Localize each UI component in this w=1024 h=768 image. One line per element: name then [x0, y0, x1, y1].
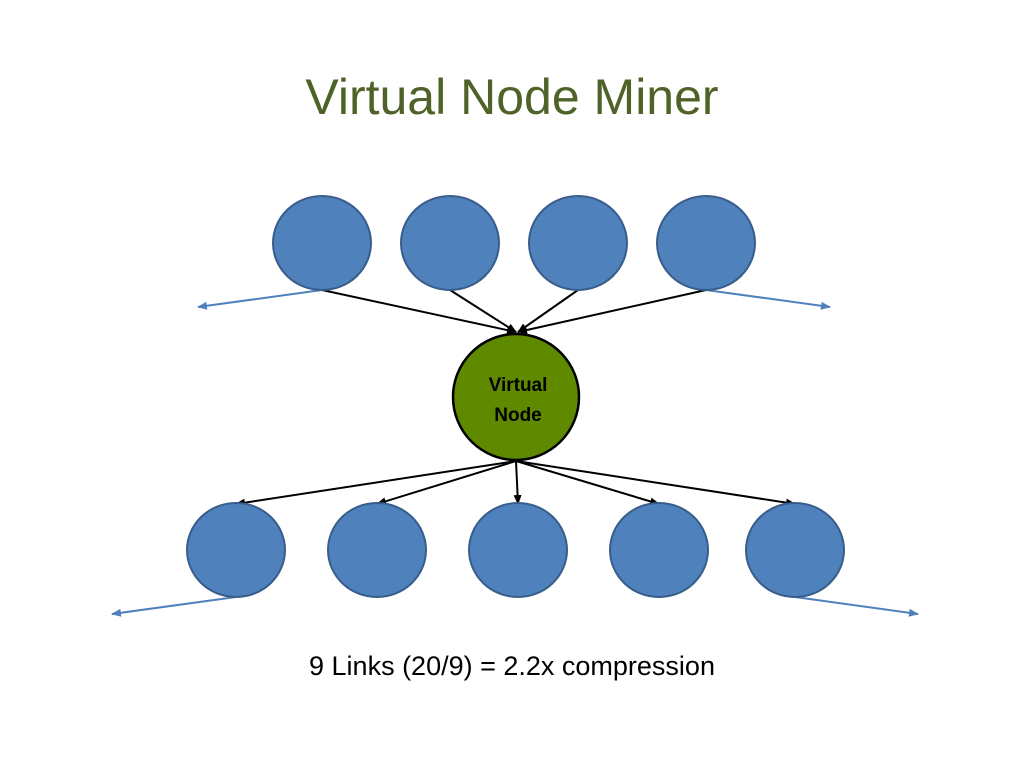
edge-top-4-to-virtual — [517, 289, 707, 334]
virtual-node — [451, 332, 581, 462]
external-edge-bottom-right — [794, 596, 919, 617]
top-node-1 — [272, 195, 372, 291]
top-node-4 — [656, 195, 756, 291]
edge-top-2-to-virtual — [449, 289, 517, 333]
external-edge-bottom-left — [111, 596, 237, 617]
top-node-3 — [528, 195, 628, 291]
bottom-node-4 — [609, 502, 709, 598]
external-edge-top-right — [705, 289, 831, 310]
edge-virtual-to-bottom-4 — [515, 460, 660, 506]
bottom-node-2 — [327, 502, 427, 598]
bottom-node-1 — [186, 502, 286, 598]
virtual-node-label-line1: Virtual — [489, 375, 548, 396]
external-edge-top-left — [197, 289, 323, 310]
compression-caption: 9 Links (20/9) = 2.2x compression — [309, 651, 715, 681]
edge-top-3-to-virtual — [517, 289, 579, 333]
edge-virtual-to-bottom-5 — [515, 460, 796, 507]
slide-title: Virtual Node Miner — [305, 69, 719, 125]
virtual-node-label-line2: Node — [494, 405, 542, 426]
edge-virtual-to-bottom-3 — [513, 460, 522, 505]
edge-virtual-to-bottom-1 — [235, 460, 517, 507]
edge-top-1-to-virtual — [321, 289, 517, 335]
edge-virtual-to-bottom-2 — [376, 460, 517, 506]
bottom-node-3 — [468, 502, 568, 598]
bottom-node-5 — [745, 502, 845, 598]
top-node-2 — [400, 195, 500, 291]
